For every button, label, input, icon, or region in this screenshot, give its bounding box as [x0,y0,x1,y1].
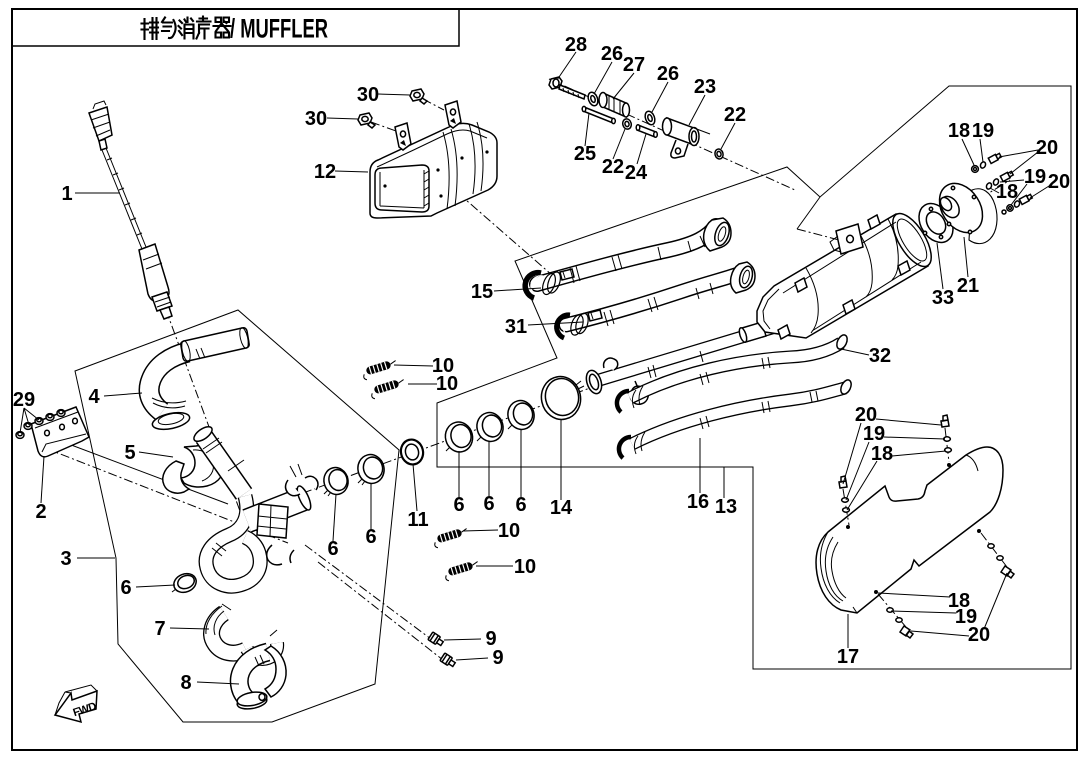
svg-text:19: 19 [955,606,977,628]
svg-text:3: 3 [60,548,71,570]
svg-text:4: 4 [88,386,100,408]
svg-text:7: 7 [154,618,165,640]
svg-text:10: 10 [436,373,458,395]
svg-text:19: 19 [1024,166,1046,188]
svg-text:6: 6 [515,494,526,516]
svg-text:30: 30 [305,108,327,130]
svg-text:20: 20 [1048,171,1070,193]
svg-text:19: 19 [863,423,885,445]
svg-text:8: 8 [180,672,191,694]
svg-text:22: 22 [602,156,624,178]
svg-text:20: 20 [855,404,877,426]
svg-text:6: 6 [453,494,464,516]
svg-text:21: 21 [957,275,979,297]
svg-text:9: 9 [492,647,503,669]
svg-text:6: 6 [120,577,131,599]
svg-text:26: 26 [601,43,623,65]
svg-text:22: 22 [724,104,746,126]
svg-text:12: 12 [314,161,336,183]
svg-text:20: 20 [1036,137,1058,159]
svg-text:25: 25 [574,143,596,165]
svg-text:6: 6 [483,493,494,515]
svg-text:26: 26 [657,63,679,85]
svg-text:17: 17 [837,646,859,668]
svg-text:29: 29 [13,389,35,411]
svg-text:18: 18 [871,443,893,465]
svg-text:2: 2 [35,501,46,523]
svg-text:18: 18 [996,181,1018,203]
svg-text:20: 20 [968,624,990,646]
svg-text:18: 18 [948,120,970,142]
svg-text:9: 9 [485,628,496,650]
svg-text:23: 23 [694,76,716,98]
svg-text:28: 28 [565,34,587,56]
svg-text:1: 1 [61,183,72,205]
svg-text:19: 19 [972,120,994,142]
svg-text:18: 18 [948,590,970,612]
svg-text:6: 6 [365,526,376,548]
svg-text:15: 15 [471,281,493,303]
svg-text:10: 10 [514,556,536,578]
svg-text:6: 6 [327,538,338,560]
svg-text:11: 11 [407,509,428,531]
svg-text:/ MUFFLER: / MUFFLER [230,14,328,44]
svg-text:24: 24 [625,162,648,184]
svg-text:10: 10 [432,355,454,377]
svg-text:31: 31 [505,316,527,338]
svg-text:14: 14 [550,497,573,519]
svg-text:5: 5 [124,442,135,464]
svg-text:16: 16 [687,491,709,513]
svg-text:27: 27 [623,54,645,76]
svg-text:32: 32 [869,345,891,367]
svg-text:33: 33 [932,287,954,309]
svg-text:10: 10 [498,520,520,542]
svg-text:30: 30 [357,84,379,106]
svg-text:13: 13 [715,496,737,518]
